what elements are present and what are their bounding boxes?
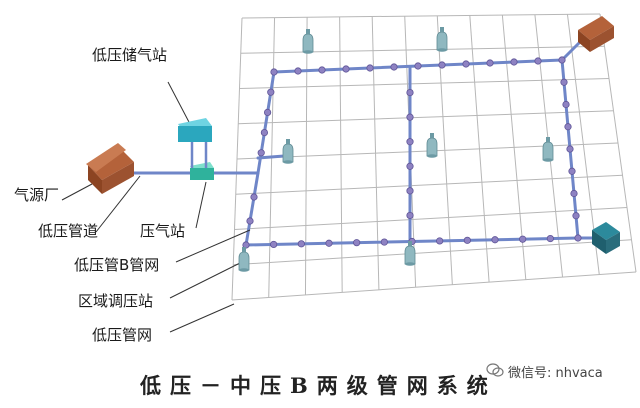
regulator-tank-icon [302,29,314,54]
consumer-house-icon [578,16,614,52]
gas-source-house-icon [86,143,134,194]
consumer-building-icon [592,222,620,254]
pipe-node [486,59,494,67]
pipe-node [534,57,542,65]
leader-line [167,81,191,125]
pipe-node [257,149,265,157]
pipe-node [568,167,576,175]
pipe-node [572,212,580,220]
pipe-node [270,240,278,249]
pipe-node [414,62,422,70]
pipe-node [263,108,272,117]
pipe-segment [244,171,260,247]
grid-line [231,271,637,301]
diagram-caption: 低压－中压B两级管网系统 [140,373,497,398]
pipe-node [270,68,278,76]
grid-line [239,78,610,89]
pipe-node [342,65,350,73]
pipe-node [297,240,305,248]
gas-source-label: 气源厂 [14,186,60,204]
pipe-node [380,238,388,246]
pipe-node [267,88,275,96]
grid-line [240,45,605,54]
pipe-node [574,234,582,242]
watermark: 微信号: nhvaca [508,366,603,381]
regulator-tank-icon [426,133,438,158]
pipe-node [366,64,374,72]
pipe-node [570,189,578,198]
pipe-node [436,237,444,245]
pipe-node [491,236,499,244]
pipe-node [463,236,471,244]
pipe-nodes [242,56,582,249]
pipe-node [406,138,414,146]
pipe-segment [560,38,584,62]
pipe-node [318,66,326,74]
leader-line [175,229,251,263]
gas-storage-label: 低压储气站 [92,46,168,64]
pipe-node [546,234,554,243]
grid-line [235,174,623,195]
grid-line [241,13,601,19]
pipe-node [560,78,568,86]
grid-line [233,239,632,266]
low-pressure-pipe-label: 低压管道 [38,222,99,240]
pipe-node [566,145,574,153]
pipe-node [406,113,414,121]
leader-line [169,261,243,299]
regulator-tank-icon [436,27,448,52]
grid-line [238,110,614,125]
leader-line [169,303,235,333]
pipe-node [406,211,414,220]
compressor-station-label: 压气站 [140,222,186,240]
label-leaders [61,81,251,333]
regulator-station-label: 区域调压站 [78,292,154,310]
pipe-node [246,217,254,225]
pipe-node [406,88,414,97]
pipe-node [510,58,518,66]
compressor-station-icon [190,162,214,180]
lp-b-network-label: 低压管B管网 [74,256,160,274]
pipe-node [294,67,302,75]
pipe-node [462,60,470,68]
pipe-node [250,193,258,201]
pipe-node [406,187,414,195]
regulator-tanks [238,27,554,272]
pipe-node [562,100,570,109]
pipe-node [325,239,333,247]
pipe-node [564,123,572,131]
pipe-node [260,129,268,137]
regulator-tank-icon [282,139,294,164]
pipe-network [128,38,600,247]
pipe-segment [256,154,286,160]
regulator-tank-icon [404,241,416,266]
regulator-tank-icon [238,247,250,272]
regulator-tank-icon [542,137,554,162]
pipe-node [390,63,398,71]
gas-storage-station-icon [178,118,212,142]
grid-line [234,207,628,230]
pipe-node [353,239,361,247]
pipe-node [558,56,566,64]
leader-line [195,181,207,229]
lp-network-label: 低压管网 [92,326,153,344]
pipe-node [519,235,527,243]
leader-line [95,175,141,233]
pipe-node [438,61,446,69]
wechat-icon [486,363,504,377]
pipe-node [406,162,414,170]
leader-line [61,183,93,201]
